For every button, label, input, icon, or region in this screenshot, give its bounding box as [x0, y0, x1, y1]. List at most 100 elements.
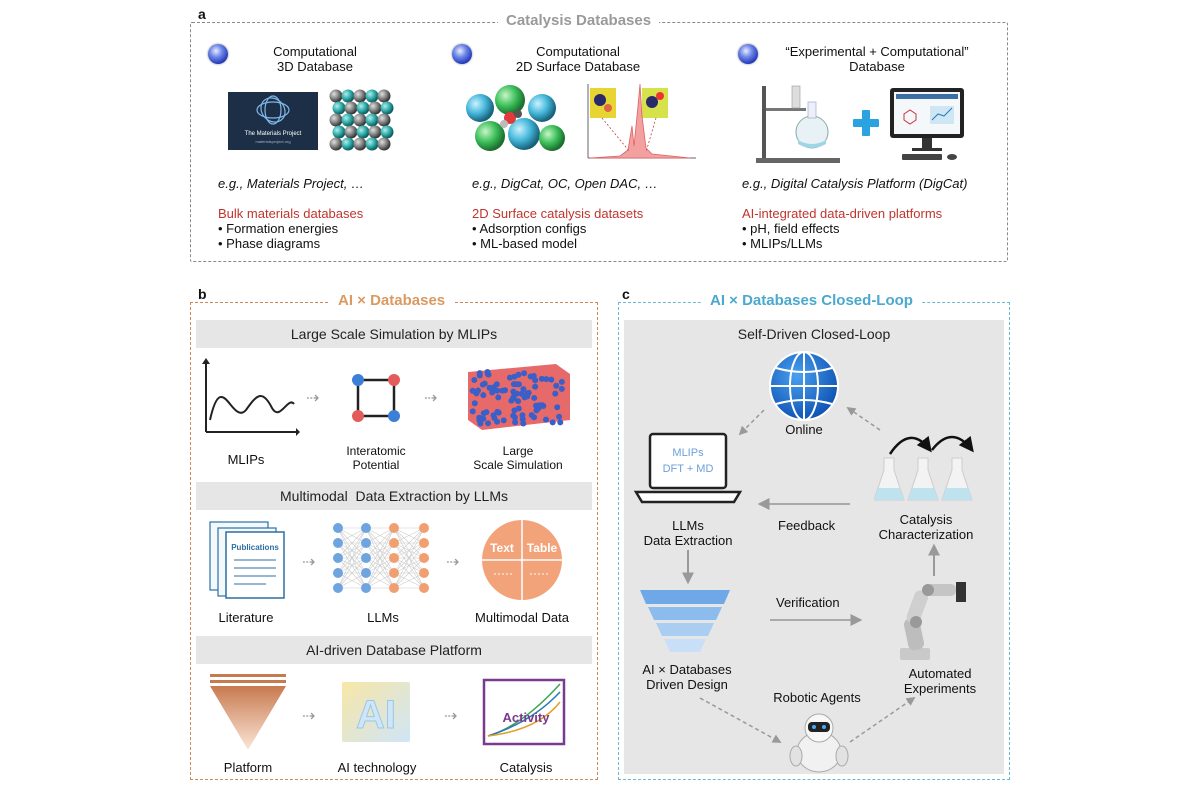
lattice-atom: [329, 137, 343, 151]
col1-example: e.g., Materials Project, …: [218, 176, 364, 191]
simulation-atom: [515, 398, 522, 405]
label-robotic-agents: Robotic Agents: [773, 690, 861, 705]
panel-b-title: AI × Databases: [330, 292, 454, 309]
simulation-atom: [519, 416, 526, 423]
arrow-right-icon: ⇢: [306, 390, 320, 407]
nn-edge: [393, 527, 425, 574]
crystal-lattice-image: [328, 88, 394, 152]
nn-edge: [393, 572, 425, 589]
band-mlips: [196, 320, 592, 348]
lattice-atom: [377, 89, 391, 103]
logo-title: The Materials Project: [245, 131, 302, 137]
lattice-atom: [344, 101, 358, 115]
simulation-atom: [528, 412, 535, 419]
laptop-icon: MLIPs DFT + MD: [632, 432, 744, 512]
col1-heading: Computational 3D Database: [273, 44, 357, 74]
simulation-atom: [518, 390, 525, 397]
nn-node: [361, 583, 371, 593]
simulation-atom: [481, 380, 488, 387]
col2-heading: Computational 2D Surface Database: [515, 44, 641, 74]
publications-documents-icon: Publications: [204, 516, 288, 600]
logo-subtitle: materialsproject.org: [255, 139, 290, 144]
nn-edge: [365, 557, 395, 589]
nn-node: [419, 538, 429, 548]
col2-bullet-2: • ML-based model: [472, 236, 577, 251]
col3-bullet-2: • MLIPs/LLMs: [742, 236, 823, 251]
label-platform: Platform: [223, 760, 273, 775]
activity-chart-icon: Activity: [482, 678, 566, 746]
closed-loop-title: Self-Driven Closed-Loop: [737, 326, 891, 342]
nn-node: [361, 538, 371, 548]
simulation-atom: [524, 393, 531, 400]
pie-table-label: Table: [527, 541, 558, 555]
nn-node: [389, 523, 399, 533]
publications-label: Publications: [231, 543, 279, 552]
ai-technology-icon: AI: [340, 680, 412, 744]
simulation-atom: [520, 386, 527, 393]
label-driven-design: AI × Databases Driven Design: [642, 662, 732, 692]
flasks-icon: [873, 452, 982, 504]
lattice-atom: [341, 89, 355, 103]
lattice-atom: [341, 113, 355, 127]
simulation-atom: [511, 414, 518, 421]
blue-sphere-icon: [738, 44, 758, 64]
nn-node: [389, 553, 399, 563]
activity-label: Activity: [503, 710, 551, 725]
neural-network-icon: [328, 520, 438, 596]
lattice-atom: [353, 113, 367, 127]
blue-sphere-icon: [452, 44, 472, 64]
lattice-atom: [365, 113, 379, 127]
lattice-atom: [356, 101, 370, 115]
multimodal-pie-icon: Text Table: [480, 518, 564, 602]
nn-node: [419, 583, 429, 593]
label-verification: Verification: [776, 595, 840, 610]
nn-edge: [365, 542, 395, 589]
lattice-atom: [344, 125, 358, 139]
nn-node: [419, 553, 429, 563]
label-online: Online: [785, 422, 823, 437]
simulation-atom: [543, 376, 550, 383]
pie-text-label: Text: [490, 541, 514, 555]
nn-edge: [337, 557, 367, 589]
nn-node: [333, 583, 343, 593]
nn-edge: [337, 527, 367, 544]
simulation-atom: [548, 376, 555, 383]
simulation-atom: [490, 412, 497, 419]
platform-funnel-icon: [206, 672, 290, 752]
label-literature: Literature: [218, 610, 274, 625]
nn-node: [333, 568, 343, 578]
nn-node: [389, 568, 399, 578]
simulation-atom: [471, 377, 478, 384]
lattice-atom: [365, 89, 379, 103]
panel-c-title: AI × Databases Closed-Loop: [702, 292, 921, 309]
label-feedback: Feedback: [778, 518, 836, 533]
simulation-atom: [485, 420, 492, 427]
simulation-atom: [512, 419, 519, 426]
arrow-right-icon: ⇢: [444, 708, 458, 725]
design-funnel-icon: [640, 590, 730, 652]
simulation-atom: [506, 374, 513, 381]
col2-category: 2D Surface catalysis datasets: [472, 206, 644, 221]
nn-edge: [365, 527, 395, 559]
simulation-atom: [532, 377, 539, 384]
nn-edge: [337, 542, 367, 589]
lattice-atom: [356, 125, 370, 139]
globe-icon: [768, 350, 840, 422]
simulation-atom: [471, 400, 478, 407]
nn-edge: [393, 557, 425, 589]
simulation-atom: [554, 404, 561, 411]
simulation-atom: [500, 417, 507, 424]
simulation-atom: [553, 382, 560, 389]
computer-monitor-image: [884, 86, 970, 166]
nn-node: [419, 568, 429, 578]
ai-logo-text: AI: [356, 693, 396, 737]
simulation-atom: [532, 383, 539, 390]
blue-sphere-icon: [208, 44, 228, 64]
col1-category: Bulk materials databases: [218, 206, 364, 221]
band-mlips-title: Large Scale Simulation by MLIPs: [290, 326, 498, 342]
col3-bullet-1: • pH, field effects: [742, 221, 840, 236]
simulation-atom: [549, 419, 556, 426]
simulation-atom: [480, 415, 487, 422]
lattice-atom: [332, 125, 346, 139]
col1-bullet-2: • Phase diagrams: [218, 236, 321, 251]
